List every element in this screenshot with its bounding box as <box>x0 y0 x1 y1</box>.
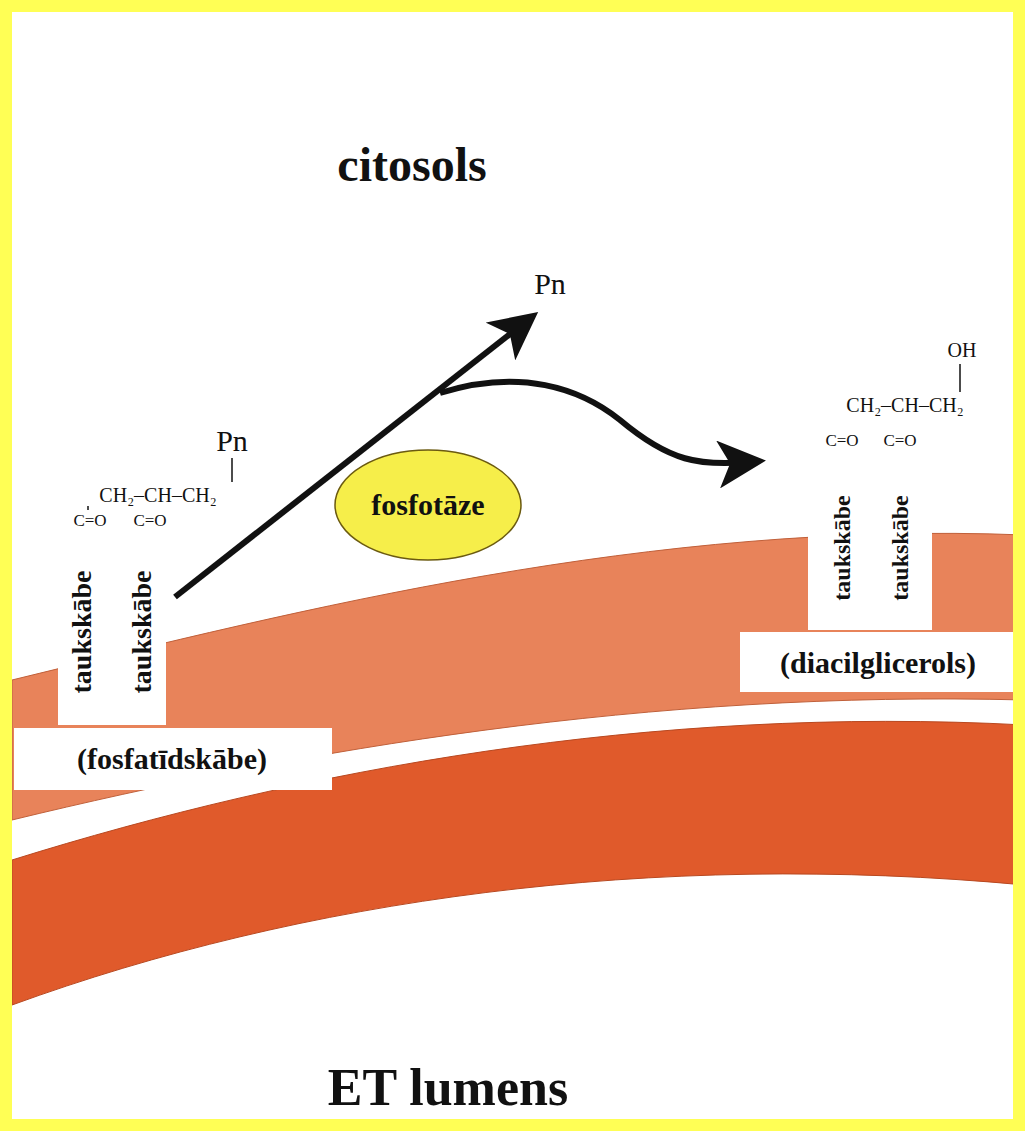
fatty-acid-label: taukskābe <box>829 495 855 600</box>
enzyme-ellipse: fosfotāze <box>333 448 523 562</box>
structure-label: CH₂–CH–CH₂ <box>846 394 963 416</box>
reaction-arrow <box>175 323 524 597</box>
label-patch <box>740 632 1013 692</box>
fatty-acid-label: taukskābe <box>67 571 98 694</box>
enzyme-name: fosfotāze <box>371 488 484 522</box>
structure-label: CH₂–CH–CH₂ <box>99 484 216 506</box>
bond <box>87 506 89 510</box>
region-label: citosols <box>337 139 486 192</box>
structure-label: C=O <box>133 512 166 531</box>
structure-label: Pn <box>216 424 248 457</box>
fatty-acid-tails <box>808 458 932 630</box>
fatty-acid-tails <box>58 535 166 725</box>
structure-label: C=O <box>73 512 106 531</box>
structure-label: C=O <box>883 432 916 451</box>
structure-label: (fosfatīdskābe) <box>75 742 269 775</box>
product-arrow <box>440 382 748 463</box>
fatty-acid-label: taukskābe <box>887 495 913 600</box>
inner-leaflet <box>12 721 1013 1005</box>
structure-label: C=O <box>825 432 858 451</box>
bond <box>231 458 233 482</box>
label-patch <box>14 728 332 790</box>
bond <box>959 364 961 392</box>
region-label: ET lumens <box>328 1059 568 1116</box>
structure-label: (diacilglicerols) <box>778 646 978 679</box>
structure-label: OH <box>948 339 977 361</box>
structure-label: Pn <box>534 267 566 300</box>
fatty-acid-label: taukskābe <box>127 571 158 694</box>
